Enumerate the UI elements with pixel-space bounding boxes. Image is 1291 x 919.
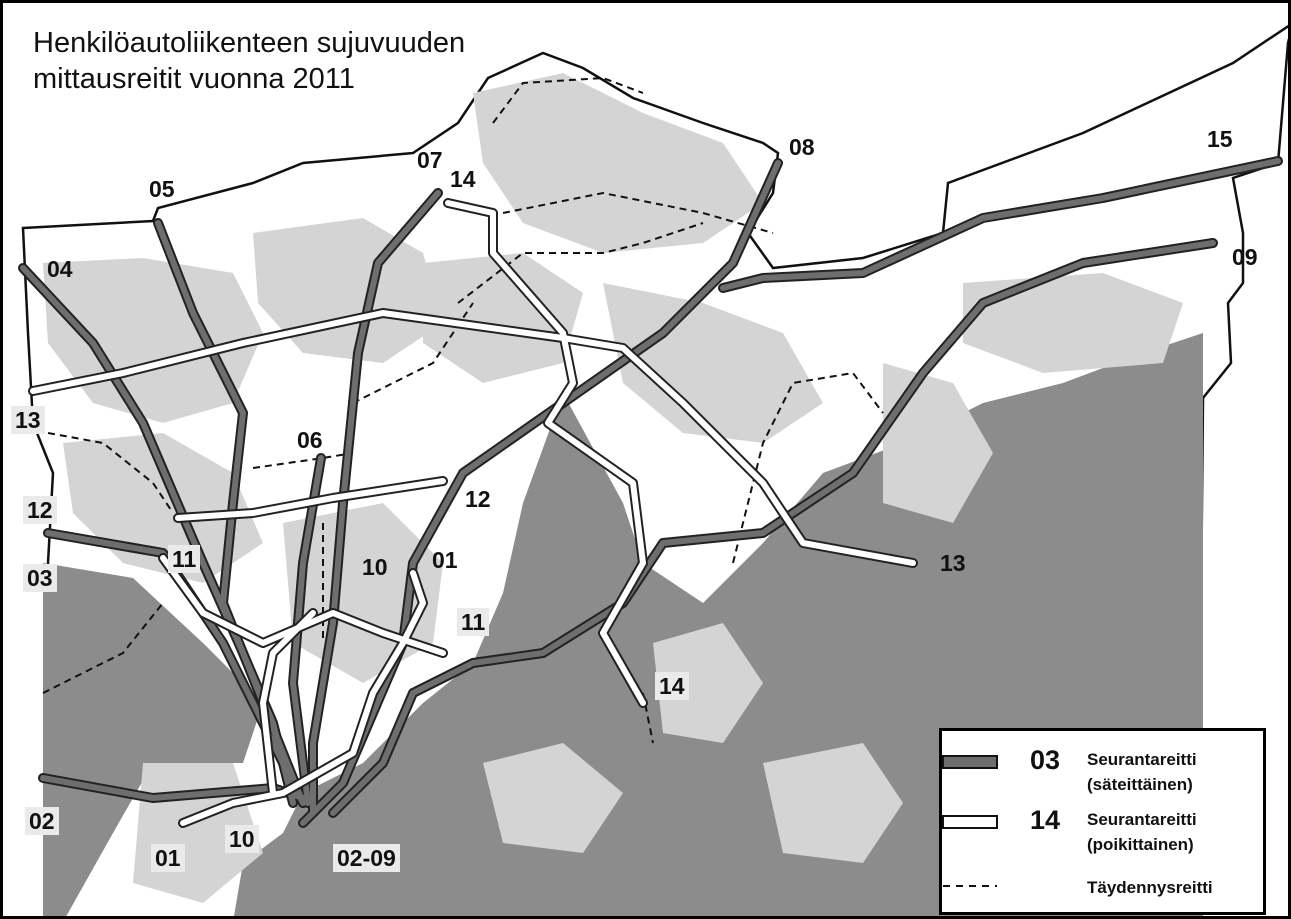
transverse-route-symbol-icon — [942, 815, 998, 829]
radial-route-symbol-icon — [942, 755, 998, 769]
route-label-03: 03 — [23, 564, 57, 592]
route-label-07: 07 — [417, 147, 443, 173]
route-label-13-east: 13 — [940, 550, 966, 576]
legend-radial-text: Seurantareitti (säteittäinen) — [1087, 747, 1197, 797]
route-label-15: 15 — [1207, 126, 1233, 152]
route-label-14-north: 14 — [450, 166, 476, 192]
route-label-02: 02 — [25, 807, 59, 835]
map-title-line-1: Henkilöautoliikenteen sujuvuuden — [33, 27, 466, 59]
legend-row-radial: 03 Seurantareitti (säteittäinen) — [942, 745, 1263, 805]
map-legend: 03 Seurantareitti (säteittäinen) 14 Seur… — [939, 728, 1266, 915]
sea-area — [43, 563, 263, 916]
transverse-routes — [28, 198, 918, 828]
map-title-line-2: mittausreitit vuonna 2011 — [33, 63, 355, 95]
legend-transverse-text: Seurantareitti (poikittainen) — [1087, 807, 1197, 857]
route-label-12-west: 12 — [23, 496, 57, 524]
legend-row-transverse: 14 Seurantareitti (poikittainen) — [942, 805, 1263, 865]
supplementary-route-symbol-icon — [943, 885, 997, 887]
route-label-11-east: 11 — [457, 608, 490, 636]
route-label-09: 09 — [1232, 244, 1258, 270]
route-label-11-west: 11 — [168, 545, 201, 573]
route-label-13-west: 13 — [11, 406, 45, 434]
legend-transverse-number: 14 — [1030, 805, 1061, 835]
legend-supplementary-text: Täydennysreitti — [1087, 878, 1213, 897]
legend-transverse-line-1: Seurantareitti — [1087, 810, 1197, 829]
legend-radial-line-1: Seurantareitti — [1087, 750, 1197, 769]
map-title: Henkilöautoliikenteen sujuvuuden mittaus… — [33, 25, 465, 97]
route-label-08: 08 — [789, 134, 815, 160]
route-label-10-south: 10 — [225, 825, 259, 853]
legend-row-supplementary: Täydennysreitti — [942, 873, 1263, 903]
route-label-06: 06 — [297, 427, 323, 453]
route-label-12-east: 12 — [465, 486, 491, 512]
legend-transverse-line-2: (poikittainen) — [1087, 835, 1194, 854]
route-label-02-09: 02-09 — [333, 844, 400, 872]
route-label-05: 05 — [149, 176, 175, 202]
legend-radial-number: 03 — [1030, 745, 1061, 775]
legend-radial-line-2: (säteittäinen) — [1087, 775, 1193, 794]
route-label-10-north: 10 — [362, 554, 388, 580]
route-label-14-south: 14 — [655, 672, 689, 700]
built-up-areas — [43, 73, 1183, 903]
route-label-04: 04 — [47, 256, 73, 282]
route-label-01-south: 01 — [151, 844, 185, 872]
route-label-01-north: 01 — [432, 547, 458, 573]
